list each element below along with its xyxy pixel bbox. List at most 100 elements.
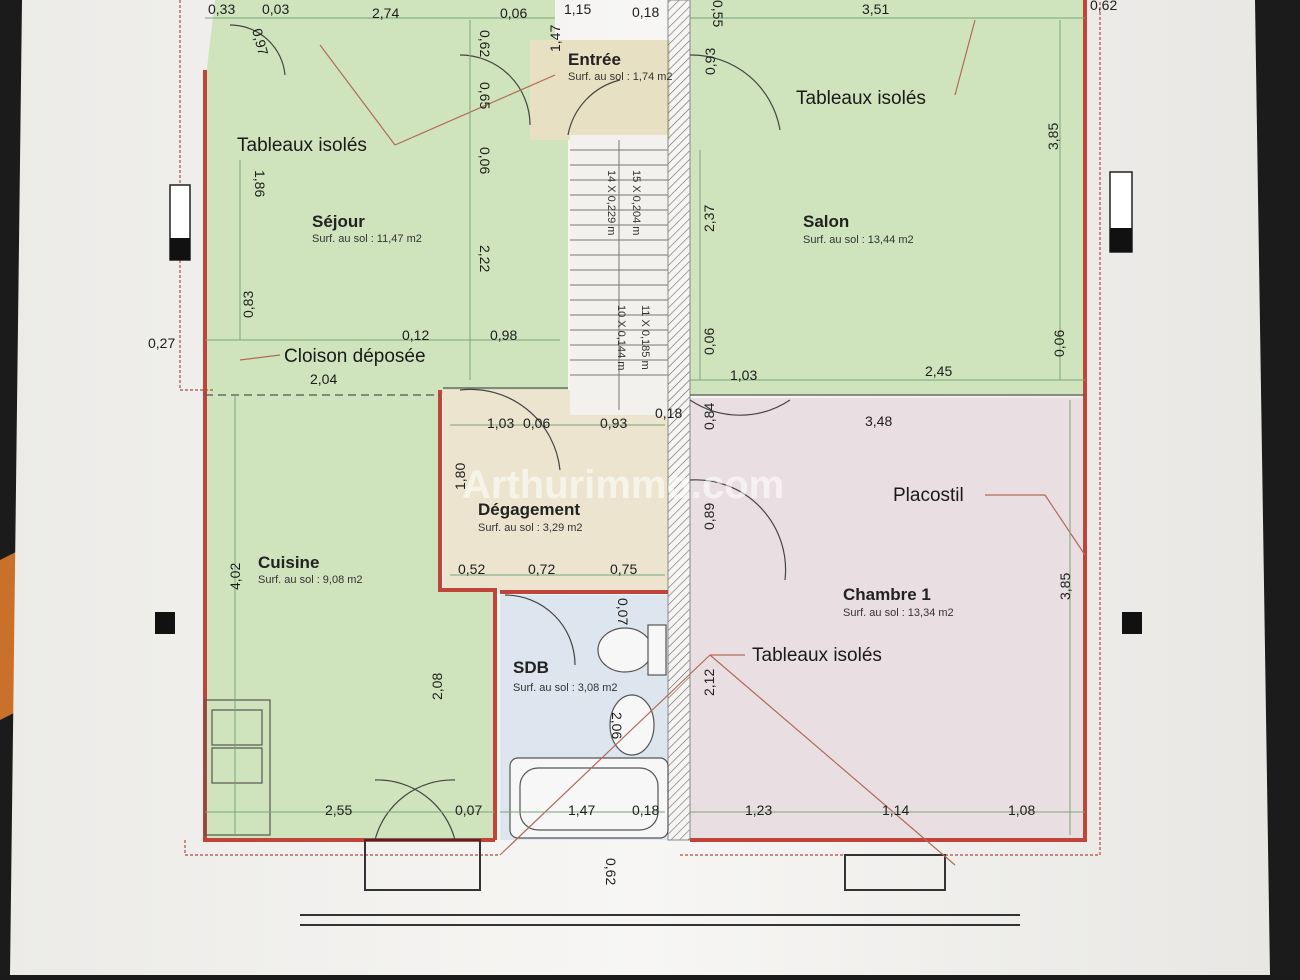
dim-label: 3,51 <box>862 1 889 17</box>
stair-steps <box>570 140 668 410</box>
dim-label: 2,06 <box>609 712 625 739</box>
room-labels: Entrée Surf. au sol : 1,74 m2 Séjour Sur… <box>258 50 954 694</box>
dim-label: 0,06 <box>701 328 717 355</box>
watermark-text: Arthurimmo.com <box>462 463 784 507</box>
degagement-area: Surf. au sol : 3,29 m2 <box>478 522 583 534</box>
note-placostil: Placostil <box>893 485 964 506</box>
entree-name: Entrée <box>568 50 621 69</box>
stairs-text: 14 X 0,229 m <box>605 170 617 235</box>
vertical-dimension-labels: 0,62 0,55 0,97 1,47 0,65 0,93 0,06 1,86 … <box>227 0 1073 885</box>
dimension-labels: 0,33 0,03 2,74 0,06 1,15 0,18 3,51 0,62 … <box>148 0 1117 818</box>
dim-label: 1,14 <box>882 802 909 818</box>
dim-label: 0,18 <box>655 405 682 421</box>
dim-label: 0,62 <box>1090 0 1117 13</box>
note-tableaux-chambre: Tableaux isolés <box>752 645 882 666</box>
dim-label: 1,03 <box>730 367 757 383</box>
dim-label: 0,75 <box>610 561 637 577</box>
degagement-fill <box>443 390 668 590</box>
dim-label: 0,12 <box>402 327 429 343</box>
dim-label: 0,98 <box>490 327 517 343</box>
dim-label: 1,47 <box>547 25 563 52</box>
bathroom-fixtures <box>509 624 669 839</box>
stairs-text: 10 X 0,144 m <box>615 305 627 370</box>
stairs-text: 11 X 0,185 m <box>639 305 651 370</box>
wall-outline <box>179 0 1101 856</box>
dim-label: 3,85 <box>1057 573 1073 600</box>
dim-label: 2,08 <box>429 673 445 700</box>
dim-label: 0,06 <box>477 147 493 174</box>
dim-label: 0,83 <box>240 291 256 318</box>
dimension-lines <box>205 17 1085 835</box>
dim-label: 0,27 <box>148 335 175 351</box>
chambre-fill <box>690 398 1085 840</box>
side-windows <box>155 171 1142 634</box>
door-swings <box>229 24 791 841</box>
dim-label: 0,06 <box>523 415 550 431</box>
doors-bottom <box>300 839 1020 926</box>
partition-lines <box>205 387 1085 396</box>
dim-label: 0,65 <box>477 82 493 109</box>
chambre-area: Surf. au sol : 13,34 m2 <box>843 607 954 619</box>
sejour-fill <box>205 0 568 395</box>
dim-label: 0,97 <box>249 27 272 58</box>
cuisine-name: Cuisine <box>258 553 319 572</box>
dim-label: 1,08 <box>1008 802 1035 818</box>
dim-label: 0,52 <box>458 561 485 577</box>
dim-label: 3,85 <box>1045 123 1061 150</box>
dim-label: 0,72 <box>528 561 555 577</box>
dim-label: 2,04 <box>310 371 337 387</box>
dim-label: 0,07 <box>615 598 631 625</box>
note-tableaux-sejour: Tableaux isolés <box>237 135 367 156</box>
dim-label: 1,47 <box>568 802 595 818</box>
dim-label: 1,86 <box>252 170 268 197</box>
dim-label: 2,55 <box>325 802 352 818</box>
dim-label: 1,03 <box>487 415 514 431</box>
sdb-name: SDB <box>513 658 549 677</box>
dim-label: 1,23 <box>745 802 772 818</box>
dim-label: 0,62 <box>477 30 493 57</box>
dim-label: 2,22 <box>477 245 493 272</box>
kitchen-sink <box>204 699 271 836</box>
chambre-name: Chambre 1 <box>843 585 931 604</box>
hatched-wall <box>667 0 691 841</box>
dim-label: 0,33 <box>208 1 235 17</box>
dim-label: 0,93 <box>600 415 627 431</box>
sejour-area: Surf. au sol : 11,47 m2 <box>312 233 422 245</box>
dim-label: 2,45 <box>925 363 952 379</box>
dim-label: 2,74 <box>372 5 399 21</box>
exterior-walls <box>203 0 1087 842</box>
note-cloison: Cloison déposée <box>284 346 426 367</box>
dim-label: 0,06 <box>500 5 527 21</box>
salon-fill <box>690 0 1085 395</box>
entree-fill <box>530 40 670 140</box>
dim-label: 2,37 <box>701 205 717 232</box>
stairs-labels: 15 X 0,204 m 14 X 0,229 m 11 X 0,185 m 1… <box>605 170 651 370</box>
leader-lines <box>239 19 1086 866</box>
entree-area: Surf. au sol : 1,74 m2 <box>568 71 673 83</box>
dim-label: 0,62 <box>603 858 619 885</box>
degagement-name: Dégagement <box>478 500 580 519</box>
dim-label: 0,03 <box>262 1 289 17</box>
dim-label: 2,12 <box>701 669 717 696</box>
dim-label: 1,15 <box>564 1 591 17</box>
note-tableaux-salon: Tableaux isolés <box>796 88 926 109</box>
dim-label: 0,89 <box>701 503 717 530</box>
dim-label: 0,18 <box>632 802 659 818</box>
cuisine-area: Surf. au sol : 9,08 m2 <box>258 574 363 586</box>
salon-name: Salon <box>803 212 849 231</box>
dim-label: 0,18 <box>632 4 659 20</box>
dim-label: 0,84 <box>701 403 717 430</box>
sejour-name: Séjour <box>312 212 365 231</box>
room-fills <box>205 0 1085 840</box>
stairs-text: 15 X 0,204 m <box>630 170 642 235</box>
dim-label: 0,55 <box>710 0 726 27</box>
dim-label: 0,93 <box>702 48 718 75</box>
cuisine-fill <box>205 395 495 840</box>
dim-label: 3,48 <box>865 413 892 429</box>
dim-label: 4,02 <box>227 563 243 590</box>
dim-label: 0,07 <box>455 802 482 818</box>
dim-label: 1,80 <box>452 463 468 490</box>
salon-area: Surf. au sol : 13,44 m2 <box>803 234 914 246</box>
